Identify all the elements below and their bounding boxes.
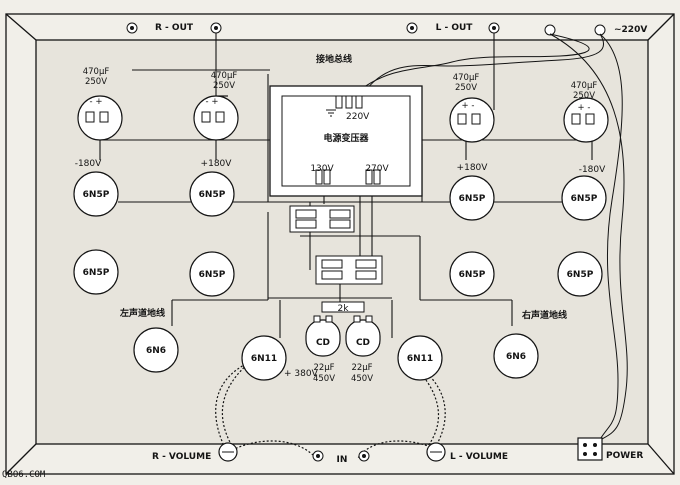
cap-top-1	[77, 95, 123, 141]
filter-cap-1-type: CD	[316, 338, 330, 348]
tube-driver-1	[133, 327, 179, 373]
power-inlet-right	[594, 24, 606, 36]
tube-row1-1-label: 6N5P	[83, 190, 110, 200]
tube-row2-3	[449, 251, 495, 297]
pot-r-volume[interactable]	[218, 442, 238, 462]
cap-top-3	[449, 97, 495, 143]
cap-top-2	[193, 95, 239, 141]
pot-l-volume[interactable]	[426, 442, 446, 462]
label-ac-in: ~220V	[614, 25, 647, 35]
label-left-ground: 左声道地线	[119, 307, 165, 319]
filter-cap-1-voltage: 450V	[313, 374, 335, 384]
cap-top-3-spec: 470μF	[453, 73, 480, 83]
power-transformer	[269, 85, 423, 197]
tube-row2-4-label: 6N5P	[567, 270, 594, 280]
tube-row2-1	[73, 249, 119, 295]
power-switch[interactable]	[577, 437, 603, 461]
label-r-volume: R - VOLUME	[152, 452, 211, 462]
tube-row2-2-label: 6N5P	[199, 270, 226, 280]
cap-top-1-rail: -180V	[75, 159, 102, 169]
cap-top-4-spec: 470μF	[571, 81, 598, 91]
watermark: QBO6.COM	[2, 470, 46, 480]
tube-row1-1	[73, 171, 119, 217]
tube-driver-2-label: 6N11	[251, 354, 277, 364]
cap-top-4-rail: -180V	[579, 165, 606, 175]
label-b-plus: + 380V	[284, 369, 319, 379]
label-r-out: R - OUT	[155, 23, 194, 33]
tube-row1-3	[449, 175, 495, 221]
filter-cap-1-value: 22μF	[313, 363, 334, 373]
cap-top-1-spec: 470μF	[83, 67, 110, 77]
tube-row1-3-label: 6N5P	[459, 194, 486, 204]
tube-row2-1-label: 6N5P	[83, 268, 110, 278]
cap-top-4-voltage: 250V	[573, 91, 595, 101]
cap-top-4-pins: + -	[578, 103, 591, 113]
resistor-2k	[321, 301, 365, 313]
ac-cable	[359, 33, 628, 449]
tube-row1-2	[189, 171, 235, 217]
power-inlet-left	[544, 24, 556, 36]
cap-top-2-voltage: 250V	[213, 81, 235, 91]
label-tap-270: 270V	[365, 164, 389, 174]
cap-top-2-spec: 470μF	[211, 71, 238, 81]
label-power: POWER	[606, 451, 643, 461]
tube-driver-1-label: 6N6	[146, 346, 166, 356]
filter-cap-2-type: CD	[356, 338, 370, 348]
filter-cap-2-voltage: 450V	[351, 374, 373, 384]
cap-top-2-rail: +180V	[201, 159, 233, 169]
tube-driver-4	[493, 333, 539, 379]
tube-row2-4	[557, 251, 603, 297]
label-right-ground: 右声道地线	[521, 309, 567, 321]
tube-row1-4	[561, 175, 607, 221]
tube-row1-4-label: 6N5P	[571, 194, 598, 204]
jack-r-out-2	[210, 22, 222, 34]
label-l-out: L - OUT	[436, 23, 474, 33]
cap-top-3-voltage: 250V	[455, 83, 477, 93]
tube-driver-4-label: 6N6	[506, 352, 526, 362]
jack-input[interactable]	[312, 450, 324, 462]
label-input: IN	[337, 455, 348, 465]
cap-top-1-voltage: 250V	[85, 77, 107, 87]
tube-driver-2	[241, 335, 287, 381]
tube-driver-3	[397, 335, 443, 381]
jack-input-2[interactable]	[358, 450, 370, 462]
cap-top-4	[563, 97, 609, 143]
filter-cap-2-value: 22μF	[351, 363, 372, 373]
tube-driver-3-label: 6N11	[407, 354, 433, 364]
label-transformer-title: 电源变压器	[323, 132, 369, 144]
rectifier-upper	[289, 205, 355, 233]
label-resistor: 2k	[338, 304, 350, 314]
rectifier-lower	[315, 255, 383, 285]
jack-l-out-1	[406, 22, 418, 34]
label-tap-130: 130V	[310, 164, 334, 174]
tube-row2-3-label: 6N5P	[459, 270, 486, 280]
cap-top-1-pins: - +	[90, 97, 103, 107]
cap-top-3-rail: +180V	[457, 163, 489, 173]
jack-l-out-2	[488, 22, 500, 34]
cap-top-3-pins: + -	[462, 101, 475, 111]
filter-cap-1	[305, 315, 341, 357]
label-transformer-primary: 220V	[346, 112, 370, 122]
jack-r-out-1	[126, 22, 138, 34]
filter-cap-2	[345, 315, 381, 357]
label-ground-bus: 接地总线	[316, 53, 352, 65]
cap-top-2-pins: - +	[206, 97, 219, 107]
tube-row2-2	[189, 251, 235, 297]
label-l-volume: L - VOLUME	[450, 452, 508, 462]
tube-row1-2-label: 6N5P	[199, 190, 226, 200]
